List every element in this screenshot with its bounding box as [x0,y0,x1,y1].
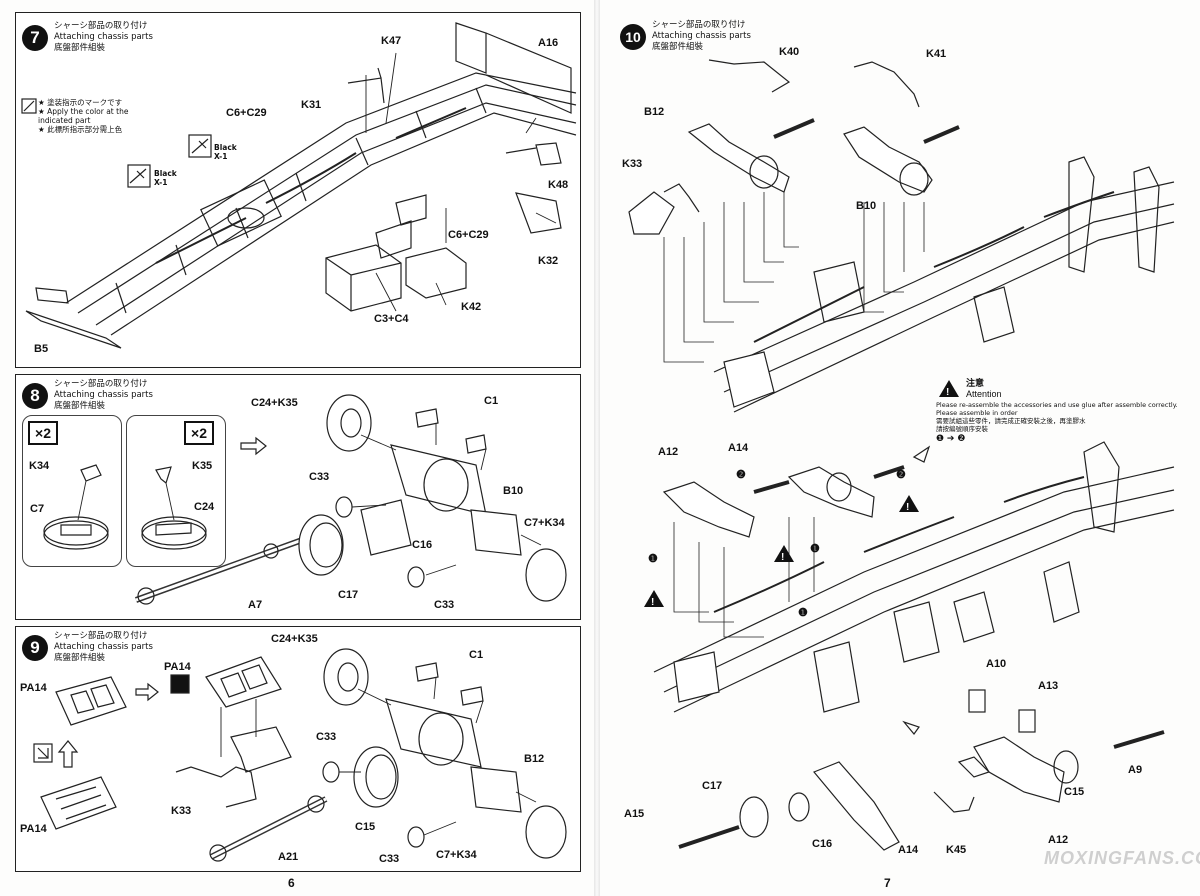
step7-title: シャーシ部品の取り付け Attaching chassis parts 底盤部件… [54,21,153,53]
part-label: C16 [412,539,433,551]
step9-panel: 9 シャーシ部品の取り付け Attaching chassis parts 底盤… [15,626,581,872]
svg-text:!: ! [946,387,949,398]
step10-panel: 10 シャーシ部品の取り付け Attaching chassis parts 底… [614,12,1184,870]
part-label: PA14 [164,661,191,673]
step8-number: 8 [22,383,48,409]
part-label: C33 [434,599,455,611]
part-label: K41 [926,48,947,60]
part-label: A10 [986,658,1007,670]
part-label: C3+C4 [374,313,409,325]
attention-note: 注意 Attention Please re-assemble the acce… [936,376,1181,444]
watermark: MOXINGFANS.COM [1044,848,1200,868]
part-label: A16 [538,37,559,49]
step7-number: 7 [22,25,48,51]
part-label: K32 [538,255,559,267]
part-label: C17 [702,780,723,792]
svg-text:!: ! [906,502,909,513]
part-label: A7 [248,599,263,611]
part-label: C17 [338,589,359,601]
order-marker: ❶ [798,607,808,619]
part-label: B12 [524,753,545,765]
right-page: 10 シャーシ部品の取り付け Attaching chassis parts 底… [600,0,1200,896]
page-number: 7 [884,876,891,890]
part-label: C24+K35 [271,633,318,645]
part-label: A9 [1128,764,1143,776]
part-label: PA14 [20,823,47,835]
part-label: C1 [484,395,499,407]
part-label: K48 [548,179,569,191]
order-marker: ❷ [896,469,906,481]
step8-axle-drawing [43,394,567,605]
page-number: 6 [288,876,295,890]
left-page: 7 シャーシ部品の取り付け Attaching chassis parts 底盤… [0,0,594,896]
attention-heading-jp: 注意 [966,378,985,388]
attention-order: ❶ ➔ ❷ [936,434,966,444]
order-marker: ❶ [648,553,658,565]
step8-title: シャーシ部品の取り付け Attaching chassis parts 底盤部件… [54,379,153,411]
order-marker: ❶ [810,543,820,555]
part-label: C6+C29 [448,229,489,241]
part-label: PA14 [20,682,47,694]
part-label: C7+K34 [436,849,477,861]
part-label: A14 [898,844,919,856]
part-label: K42 [461,301,482,313]
part-label: C15 [355,821,376,833]
quantity-badge: ×2 [184,421,214,445]
part-label: K45 [946,844,967,856]
quantity-badge: ×2 [28,421,58,445]
part-label: C15 [1064,786,1085,798]
order-marker: ❷ [736,469,746,481]
attention-heading-en: Attention [966,389,1002,399]
step9-number: 9 [22,635,48,661]
part-label: A13 [1038,680,1059,692]
part-label: A12 [658,446,679,458]
step9-axle-drawing [33,648,567,862]
step10-title: シャーシ部品の取り付け Attaching chassis parts 底盤部件… [652,20,751,52]
part-label: C16 [812,838,833,850]
part-label: A21 [278,851,299,863]
part-label: K34 [29,460,50,472]
part-label: B12 [644,106,665,118]
paint-legend: ★ 塗装指示のマークです ★ Apply the color at the in… [38,98,129,134]
part-label: K31 [301,99,322,111]
step7-panel: 7 シャーシ部品の取り付け Attaching chassis parts 底盤… [15,12,581,368]
svg-text:!: ! [651,597,654,608]
part-label: C7 [30,503,45,515]
part-label: K40 [779,46,800,58]
part-label: C6+C29 [226,107,267,119]
part-label: A12 [1048,834,1069,846]
part-label: B5 [34,343,49,355]
part-label: K47 [381,35,402,47]
part-label: C24+K35 [251,397,298,409]
part-label: C33 [309,471,330,483]
part-label: C1 [469,649,484,661]
paint-label-1: Black X-1 [214,143,237,161]
attention-text: Please re-assemble the accessories and u… [936,401,1178,433]
part-label: K33 [622,158,643,170]
paint-label-2: Black X-1 [154,169,177,187]
book-gutter [594,0,600,896]
svg-text:!: ! [781,552,784,563]
part-label: C33 [379,853,400,865]
part-label: C7+K34 [524,517,565,529]
part-label: C33 [316,731,337,743]
part-label: C24 [194,501,215,513]
step7-chassis-drawing [21,22,577,349]
step9-title: シャーシ部品の取り付け Attaching chassis parts 底盤部件… [54,631,153,663]
part-label: K35 [192,460,213,472]
part-label: B10 [503,485,524,497]
part-label: A14 [728,442,749,454]
part-label: B10 [856,200,877,212]
step8-panel: 8 シャーシ部品の取り付け Attaching chassis parts 底盤… [15,374,581,620]
step10-number: 10 [620,24,646,50]
part-label: A15 [624,808,645,820]
step10-chassis-drawing: !!!! [628,59,1175,851]
part-label: K33 [171,805,192,817]
